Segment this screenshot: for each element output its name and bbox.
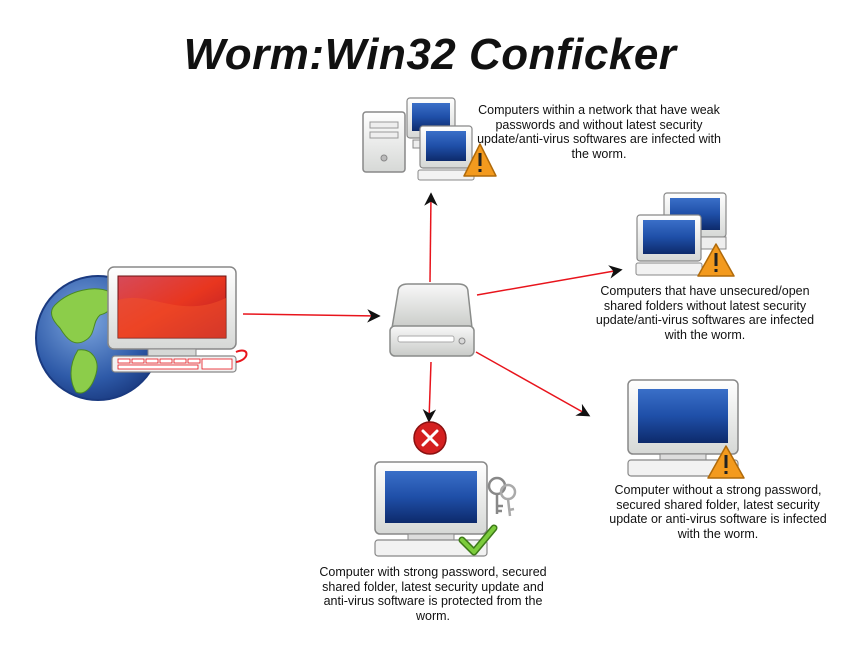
bottom-right-computer-group	[627, 379, 745, 479]
arrow-source-to-drive	[242, 309, 381, 323]
caption-network-infected: Computers within a network that have wea…	[477, 103, 721, 161]
removable-drive-icon	[389, 283, 475, 357]
monitor-icon	[374, 461, 488, 557]
diagram-title: Worm:Win32 Conficker	[183, 30, 677, 79]
right-network-group	[635, 192, 735, 277]
caption-unprotected-infected: Computer without a strong password, secu…	[609, 483, 827, 541]
warning-icon	[463, 143, 497, 177]
warning-icon	[707, 445, 745, 479]
warning-icon	[697, 243, 735, 277]
server-tower-icon	[362, 111, 406, 173]
blocked-icon	[413, 421, 447, 455]
checkmark-icon	[458, 524, 498, 556]
arrows	[242, 192, 623, 423]
caption-protected: Computer with strong password, secured s…	[319, 565, 547, 623]
arrow-drive-to-right	[476, 265, 623, 296]
infected-computer-icon	[107, 266, 248, 373]
arrow-drive-to-bottomright	[475, 351, 591, 417]
keys-icon	[487, 476, 517, 517]
top-network-group	[362, 97, 497, 181]
monitor-icon	[635, 214, 703, 276]
monitor-icon	[627, 379, 739, 477]
monitor-icon	[417, 125, 475, 181]
protected-computer-group	[374, 421, 517, 557]
arrow-drive-to-top	[424, 192, 438, 283]
arrow-drive-to-bottom	[422, 361, 437, 423]
caption-shared-folders-infected: Computers that have unsecured/open share…	[595, 284, 815, 342]
